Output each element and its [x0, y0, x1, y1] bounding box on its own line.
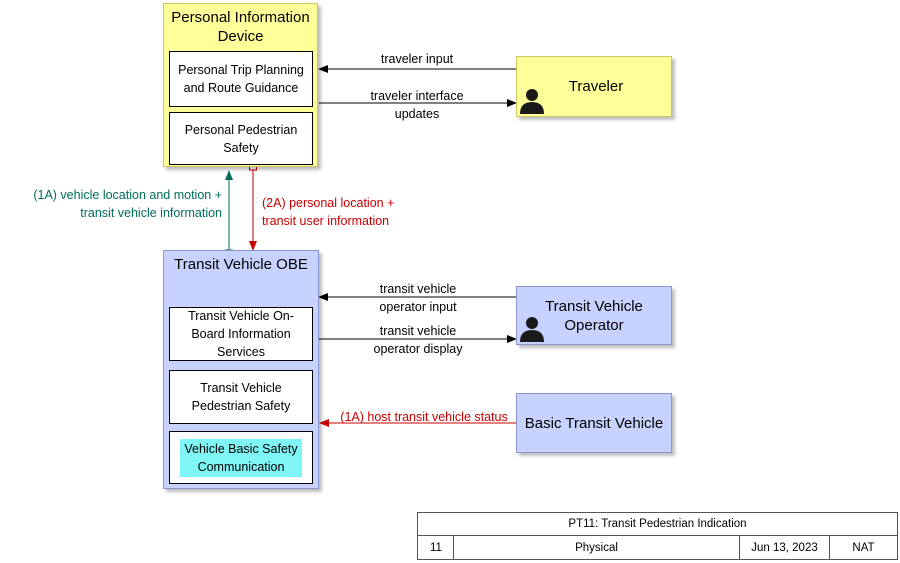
transit-vehicle-pedestrian-safety-subsystem[interactable]: Transit Vehicle Pedestrian Safety [169, 370, 313, 424]
transit-vehicle-onboard-info-subsystem[interactable]: Transit Vehicle On-Board Information Ser… [169, 307, 313, 361]
transit-vehicle-obe-title: Transit Vehicle OBE [174, 256, 308, 273]
personal-pedestrian-safety-subsystem[interactable]: Personal Pedestrian Safety [169, 112, 313, 165]
title-block-date: Jun 13, 2023 [739, 535, 830, 560]
traveler-updates-label: traveler interface updates [370, 89, 464, 121]
person-icon [520, 89, 544, 114]
basic-transit-vehicle-title: Basic Transit Vehicle [524, 414, 664, 432]
vehicle-basic-safety-communication-label: Vehicle Basic Safety Communication [180, 438, 302, 477]
transit-vehicle-operator-title: Transit Vehicle Operator [545, 297, 643, 334]
transit-vehicle-obe-node[interactable]: Transit Vehicle OBE Transit Vehicle On-B… [163, 250, 319, 489]
flow-1a-motion-label: (1A) vehicle location and motion + trans… [33, 188, 222, 220]
personal-information-device-node[interactable]: Personal Information Device Personal Tri… [163, 3, 318, 167]
host-status-label: (1A) host transit vehicle status [340, 410, 508, 424]
title-block-view: Physical [453, 535, 740, 560]
transit-vehicle-operator-node[interactable]: Transit Vehicle Operator [516, 286, 672, 345]
personal-information-device-title: Personal Information Device [171, 9, 310, 45]
basic-transit-vehicle-node[interactable]: Basic Transit Vehicle [516, 393, 672, 453]
person-icon [520, 317, 544, 342]
title-block-title: PT11: Transit Pedestrian Indication [417, 512, 898, 536]
operator-input-label: transit vehicle operator input [379, 282, 457, 314]
operator-display-label: transit vehicle operator display [373, 324, 463, 356]
traveler-input-label: traveler input [380, 52, 454, 66]
traveler-node[interactable]: Traveler [516, 56, 672, 117]
title-block-scope: NAT [829, 535, 898, 560]
vehicle-basic-safety-communication-subsystem[interactable]: Vehicle Basic Safety Communication [169, 431, 313, 484]
title-block-number: 11 [417, 535, 454, 560]
flow-2a-personal-label: (2A) personal location + transit user in… [262, 196, 395, 228]
traveler-title: Traveler [568, 78, 624, 95]
title-block: PT11: Transit Pedestrian Indication 11 P… [417, 512, 898, 560]
personal-trip-planning-subsystem[interactable]: Personal Trip Planning and Route Guidanc… [169, 51, 313, 107]
